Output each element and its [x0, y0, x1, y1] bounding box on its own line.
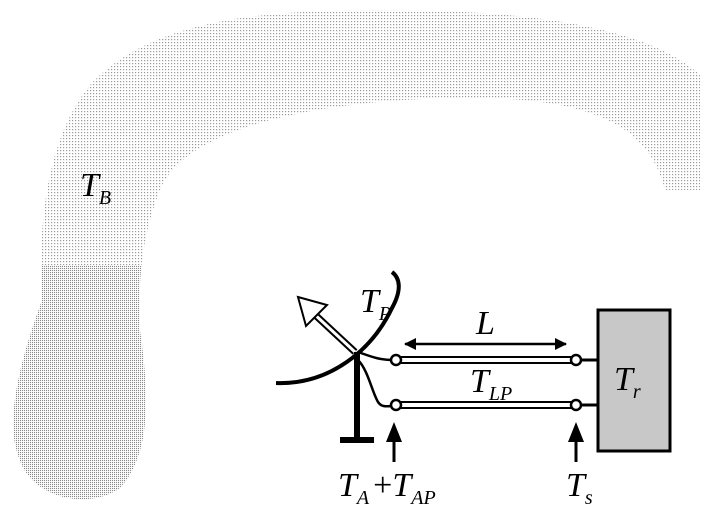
sky-background-region: [13, 10, 700, 500]
antenna-dish: [275, 270, 401, 386]
receiver-temp-label: Tr: [614, 361, 641, 403]
line-length-label: L: [475, 305, 495, 342]
feed-wires: [357, 350, 394, 408]
beam-direction-arrow: [296, 295, 358, 355]
receiver-leads: [581, 358, 598, 407]
antenna-output-arrow: [386, 422, 402, 462]
antenna-physical-temp-label: TP: [360, 283, 391, 325]
line-length-arrow: [404, 338, 567, 350]
system-input-arrow: [568, 422, 584, 462]
line-terminals: [389, 353, 583, 412]
system-temp-label: Ts: [566, 467, 593, 509]
line-physical-temp-label: TLP: [470, 363, 512, 405]
antenna-output-temp-label: TA+TAP: [338, 467, 436, 509]
background-temp-label: TB: [80, 167, 111, 209]
transmission-line: [399, 356, 573, 409]
receiver-box: [596, 308, 672, 453]
